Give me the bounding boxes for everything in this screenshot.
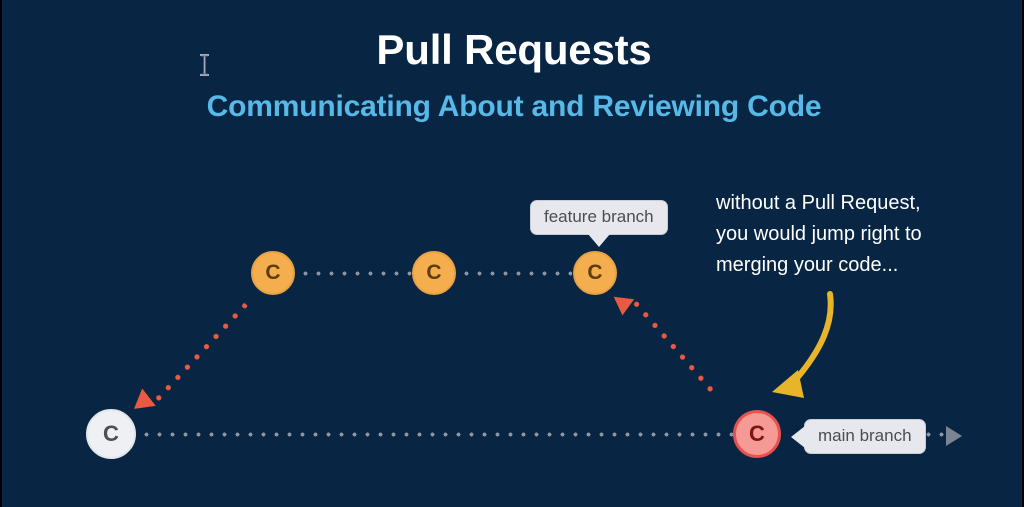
annotation-text: without a Pull Request, you would jump r… [716, 188, 1006, 281]
feature-branch-label-tail [587, 234, 610, 247]
main-branch-label-text: main branch [818, 426, 912, 445]
main-branch-connector-tail [922, 432, 944, 437]
main-branch-label-tail [791, 425, 805, 448]
annotation-line-1: without a Pull Request, [716, 192, 921, 214]
main-head-commit-node[interactable]: C [733, 410, 781, 458]
page-subtitle: Communicating About and Reviewing Code [206, 90, 822, 123]
merge-to-feature-arrowhead [607, 288, 635, 316]
page-title: Pull Requests [376, 26, 652, 73]
branch-from-base-line [151, 302, 249, 406]
feature-commit-node-1[interactable]: C [251, 251, 295, 295]
base-commit-node[interactable]: C [86, 409, 136, 459]
main-branch-direction-arrowhead [946, 426, 962, 446]
main-branch-label[interactable]: main branch [791, 419, 926, 454]
annotation-line-3: merging your code... [716, 254, 899, 276]
text-cursor-icon [200, 54, 209, 76]
feature-commit-node-2[interactable]: C [412, 251, 456, 295]
feature-branch-label[interactable]: feature branch [530, 200, 668, 247]
annotation-line-2: you would jump right to [716, 223, 922, 245]
feature-branch-label-text: feature branch [544, 207, 654, 226]
branch-from-base-arrowhead [127, 388, 156, 418]
handdrawn-curved-arrow [772, 291, 834, 398]
merge-to-feature-line [629, 297, 719, 398]
feature-commit-node-3[interactable]: C [573, 251, 617, 295]
main-branch-connector [140, 432, 734, 437]
feature-branch-connector-1 [299, 271, 412, 276]
feature-branch-connector-2 [460, 271, 572, 276]
